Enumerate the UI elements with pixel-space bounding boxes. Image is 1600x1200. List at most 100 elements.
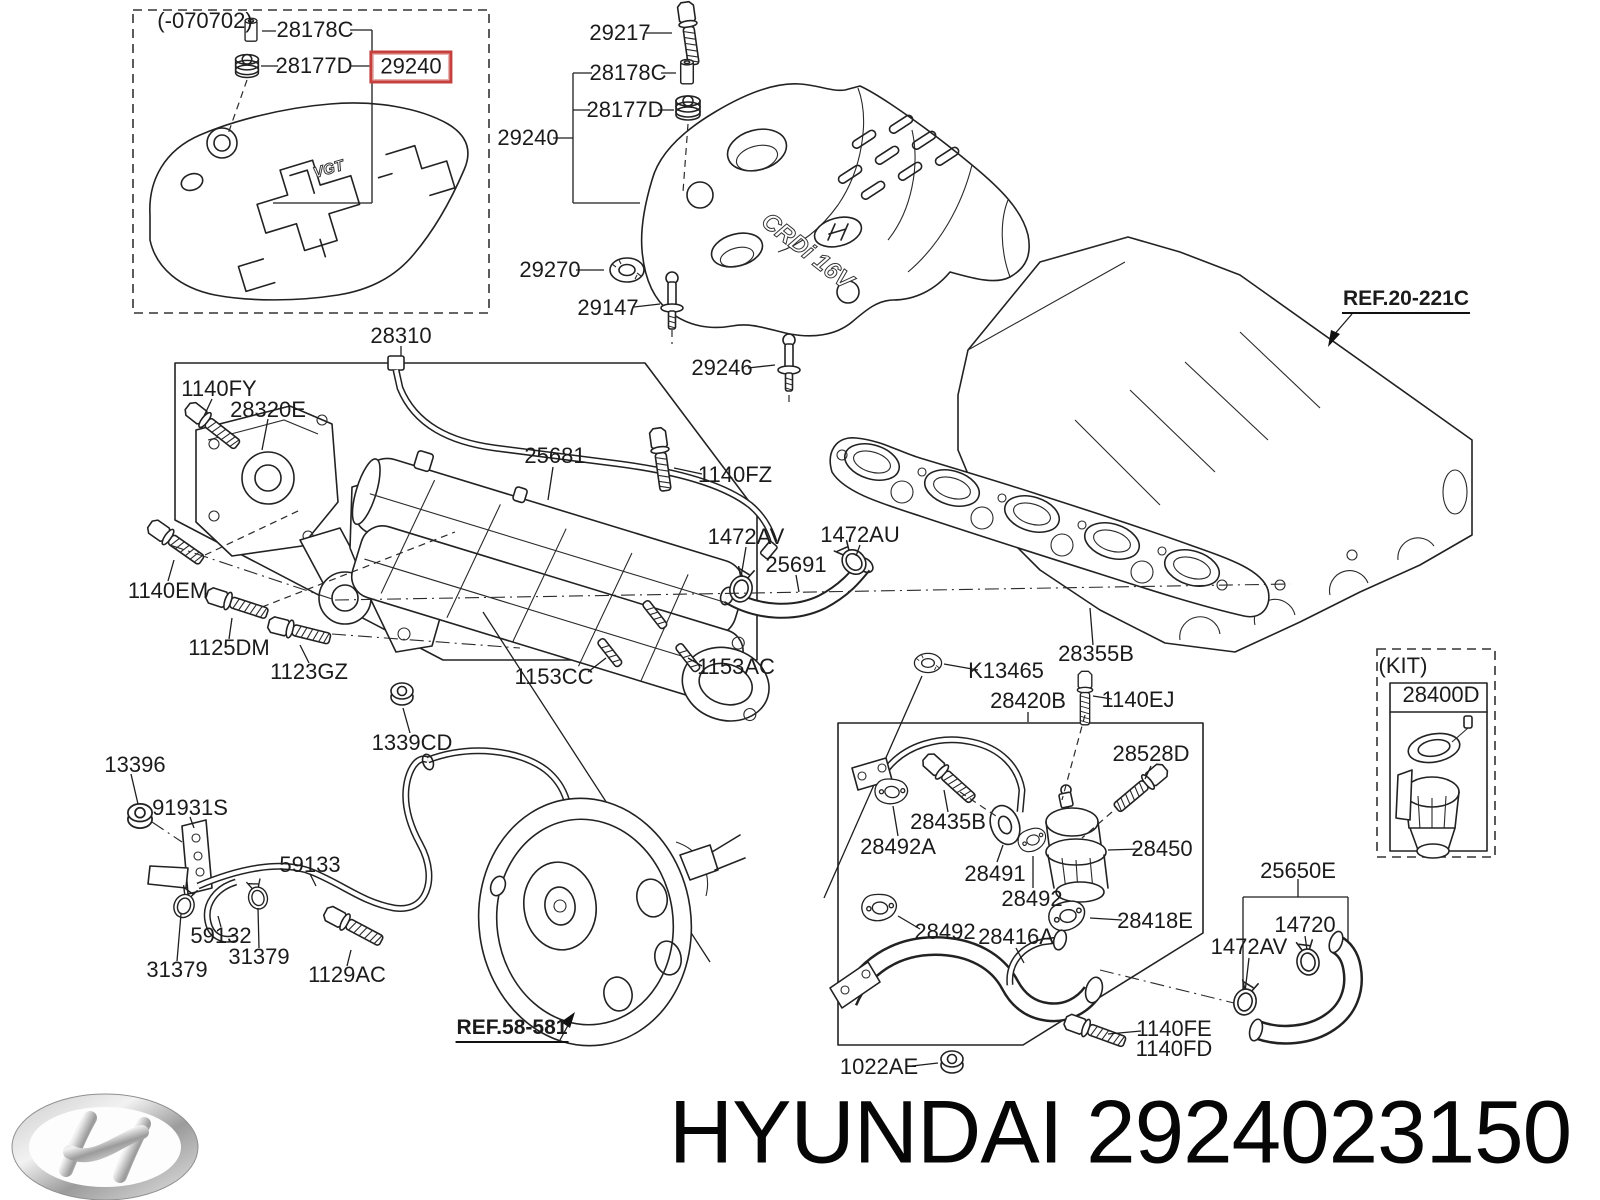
part-label-14720: 14720 bbox=[1274, 912, 1336, 937]
engine-cover-early-drawing: VGT bbox=[149, 102, 469, 301]
clamp-31379-right-icon bbox=[243, 877, 271, 912]
egr-kit-28400D-drawing bbox=[1395, 715, 1473, 859]
kit-group bbox=[1376, 648, 1496, 859]
clamp-14720-icon bbox=[1292, 938, 1322, 978]
vacuum-line-group bbox=[127, 747, 746, 1047]
part-label-28528D: 28528D bbox=[1112, 741, 1190, 766]
egr-group bbox=[829, 652, 1204, 1074]
ref-label-20-221C: REF.20-221C bbox=[1341, 288, 1471, 314]
washer-K13465-icon bbox=[913, 652, 943, 674]
egr-pipe-28420B-drawing bbox=[851, 736, 1026, 813]
manifold-assembly-group bbox=[144, 346, 874, 734]
part-label-28400D: 28400D bbox=[1402, 682, 1480, 707]
part-label-28420B: 28420B bbox=[990, 688, 1066, 713]
egr-cooler-pipe-28416A-drawing bbox=[829, 929, 1104, 1023]
hose-25650E-group bbox=[1099, 879, 1363, 1045]
part-label-28178C-inset: 28178C bbox=[276, 17, 354, 42]
part-label-28491: 28491 bbox=[964, 861, 1026, 886]
part-label-1140FZ: 1140FZ bbox=[697, 462, 773, 487]
part-label-28310: 28310 bbox=[370, 323, 432, 348]
gasket-28355B-drawing bbox=[829, 437, 1270, 646]
part-label-25691: 25691 bbox=[765, 552, 827, 577]
slot-vents bbox=[837, 114, 960, 200]
part-label-29217: 29217 bbox=[589, 20, 651, 45]
part-label-1472AV-lower: 1472AV bbox=[1210, 934, 1288, 959]
part-label-1129AC: 1129AC bbox=[308, 962, 386, 987]
engine-cover-group: CRDi 16V bbox=[553, 0, 1030, 407]
part-label-29240: 29240 bbox=[497, 125, 559, 150]
bolt-1140FZ-icon bbox=[647, 426, 676, 493]
nut-13396-icon bbox=[127, 803, 153, 829]
washer-29270-icon bbox=[609, 257, 645, 283]
ref-label-58-581: REF.58-581 bbox=[455, 1017, 569, 1043]
part-label-28320E: 28320E bbox=[230, 397, 306, 422]
part-label-1125DM: 1125DM bbox=[188, 635, 270, 660]
part-label-28416A: 28416A bbox=[978, 924, 1054, 949]
pipe-59133-drawing bbox=[196, 755, 433, 912]
gasket-28492-lower-icon bbox=[860, 892, 898, 924]
part-label-1140FY: 1140FY bbox=[181, 376, 257, 401]
hyundai-cover-logo bbox=[813, 216, 863, 248]
part-label-59133: 59133 bbox=[279, 852, 341, 877]
part-label-1140FE: 1140FE bbox=[1136, 1016, 1212, 1041]
part-label-1140FD: 1140FD bbox=[1135, 1036, 1213, 1061]
grommet-28177D-inset-icon bbox=[234, 53, 260, 79]
part-label-31379-right: 31379 bbox=[228, 944, 290, 969]
part-label-29240-highlighted[interactable]: 29240 bbox=[369, 50, 453, 84]
intake-manifold-25681-drawing bbox=[350, 450, 770, 722]
grommet-28177D-icon bbox=[675, 95, 701, 121]
part-label-13396: 13396 bbox=[104, 752, 166, 777]
bolt-1140EM-icon bbox=[144, 516, 208, 569]
part-label-28178C: 28178C bbox=[589, 60, 667, 85]
part-label-59132: 59132 bbox=[190, 923, 252, 948]
part-label-28492A: 28492A bbox=[860, 834, 936, 859]
part-label-28418E: 28418E bbox=[1117, 908, 1193, 933]
part-label-25681: 25681 bbox=[524, 443, 586, 468]
part-label-28177D: 28177D bbox=[586, 97, 664, 122]
bolt-1140FE-icon bbox=[1061, 1011, 1129, 1052]
stud-29246-icon bbox=[777, 333, 801, 392]
part-label-1153AC: 1153AC bbox=[697, 654, 775, 679]
part-label-28492-lower: 28492 bbox=[914, 919, 976, 944]
nut-1022AE-icon bbox=[940, 1050, 964, 1074]
hose-59132-drawing bbox=[203, 878, 238, 943]
inset-caption: (-070702) bbox=[157, 8, 253, 33]
part-label-1140EJ: 1140EJ bbox=[1101, 687, 1175, 712]
part-label-29270: 29270 bbox=[519, 257, 581, 282]
hyundai-logo bbox=[11, 1093, 199, 1200]
part-label-31379-left: 31379 bbox=[146, 957, 208, 982]
part-label-28450: 28450 bbox=[1131, 836, 1193, 861]
part-label-K13465: K13465 bbox=[968, 658, 1044, 683]
part-label-1472AU: 1472AU bbox=[820, 522, 900, 547]
bolt-1125DM-icon bbox=[203, 584, 271, 624]
bolt-28528D-icon bbox=[1110, 760, 1172, 817]
part-label-29147: 29147 bbox=[577, 295, 639, 320]
part-label-29246: 29246 bbox=[691, 355, 753, 380]
part-label-25650E: 25650E bbox=[1260, 858, 1336, 883]
kit-caption: (KIT) bbox=[1378, 653, 1428, 678]
part-label-28355B: 28355B bbox=[1058, 641, 1134, 666]
cap-28178C-icon bbox=[679, 58, 695, 85]
part-label-1022AE: 1022AE bbox=[839, 1054, 919, 1079]
egr-valve-28450-drawing bbox=[1045, 784, 1109, 903]
part-label-1339CD: 1339CD bbox=[371, 730, 453, 755]
part-label-28177D-inset: 28177D bbox=[275, 53, 353, 78]
part-label-1140EM: 1140EM bbox=[127, 578, 209, 603]
bolt-1123GZ-icon bbox=[265, 614, 333, 649]
part-label-91931S: 91931S bbox=[152, 795, 228, 820]
footer-part-number-title: HYUNDAI 2924023150 bbox=[668, 1081, 1572, 1182]
part-label-1123GZ: 1123GZ bbox=[270, 659, 348, 684]
bolt-29217-icon bbox=[675, 0, 704, 67]
inset-early-production-group: VGT bbox=[132, 9, 490, 314]
hose-25691-drawing bbox=[719, 538, 874, 619]
brake-booster-drawing bbox=[477, 797, 746, 1047]
part-label-28492-upper: 28492 bbox=[1001, 886, 1063, 911]
bolt-1129AC-icon bbox=[320, 902, 387, 950]
part-label-1153CC: 1153CC bbox=[514, 664, 594, 689]
flange-28491-drawing bbox=[989, 804, 1021, 846]
bolt-28435B-icon bbox=[918, 749, 980, 807]
bracket-91931S-drawing bbox=[147, 819, 213, 895]
nut-1339CD-icon bbox=[390, 682, 414, 706]
